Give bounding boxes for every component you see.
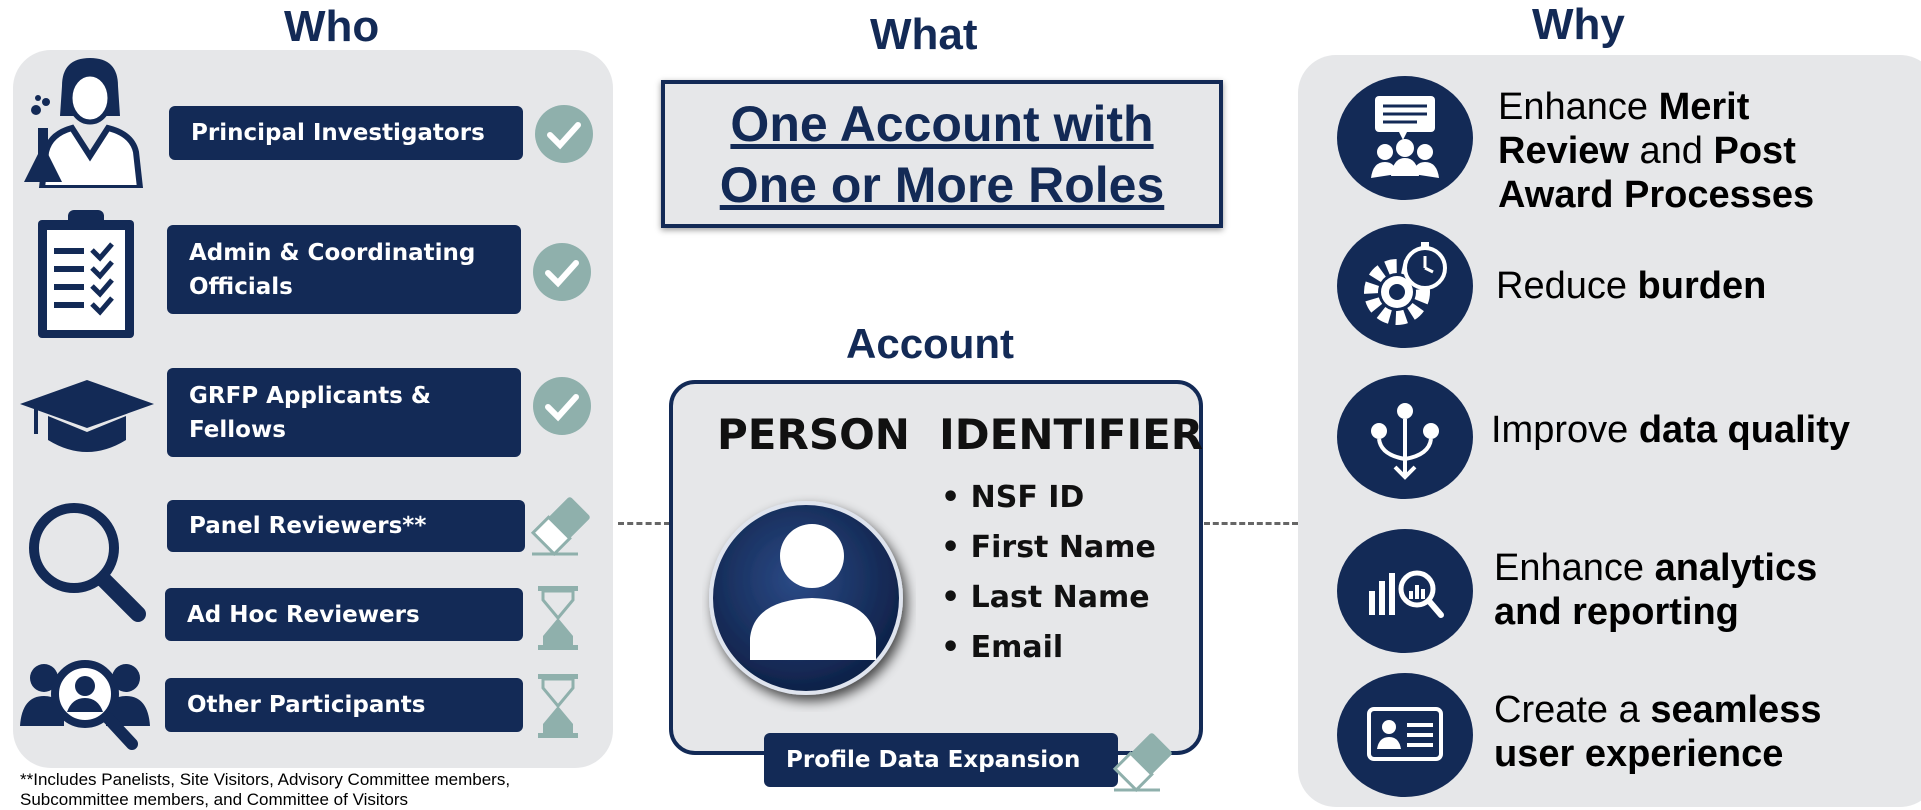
why-item-1-post: and bbox=[1628, 130, 1714, 172]
data-merge-icon bbox=[1371, 403, 1439, 480]
eraser-icon bbox=[1112, 733, 1172, 792]
role-label: Ad Hoc Reviewers bbox=[187, 601, 420, 628]
role-grfp-applicants-fellows: GRFP Applicants & Fellows bbox=[167, 368, 521, 457]
hourglass-icon bbox=[538, 586, 578, 650]
why-item-5-pre: Create a bbox=[1494, 689, 1651, 731]
clipboard-icon bbox=[38, 210, 134, 338]
role-label: Principal Investigators bbox=[191, 120, 485, 146]
why-item-2-text: Reduce burden bbox=[1496, 264, 1766, 308]
why-item-5-bold2: user experience bbox=[1494, 733, 1784, 775]
why-item-1-bold1: Merit bbox=[1658, 86, 1750, 128]
magnifier-icon bbox=[29, 503, 146, 622]
why-item-4-text: Enhance analytics and reporting bbox=[1494, 546, 1817, 634]
who-heading: Who bbox=[284, 2, 380, 51]
role-other-participants: Other Participants bbox=[165, 678, 523, 732]
why-item-2-pre: Reduce bbox=[1496, 265, 1638, 307]
why-heading: Why bbox=[1532, 0, 1625, 49]
person-identifier-title: PERSON IDENTIFIER bbox=[717, 410, 1204, 459]
role-label: Other Participants bbox=[187, 692, 426, 718]
why-item-2-bold: burden bbox=[1637, 265, 1767, 307]
why-item-5-bold: seamless bbox=[1650, 689, 1822, 731]
why-item-1-bold3: Post bbox=[1713, 130, 1796, 172]
gear-stopwatch-icon bbox=[1364, 242, 1447, 325]
footnote-line2: Subcommittee members, and Committee of V… bbox=[20, 790, 408, 809]
why-item-4-circle bbox=[1337, 529, 1473, 653]
why-item-3-bold: data quality bbox=[1638, 409, 1850, 451]
why-item-1-circle bbox=[1337, 76, 1473, 200]
why-item-1-bold4: Award Processes bbox=[1498, 174, 1815, 216]
why-item-5-circle bbox=[1337, 673, 1473, 797]
role-principal-investigators: Principal Investigators bbox=[169, 106, 523, 160]
role-panel-reviewers: Panel Reviewers** bbox=[167, 500, 525, 552]
right-connector bbox=[1204, 522, 1298, 525]
hourglass-icon bbox=[538, 674, 578, 738]
left-connector bbox=[618, 522, 670, 525]
checkmark-icon bbox=[535, 105, 593, 163]
role-admin-coordinating-officials: Admin & Coordinating Officials bbox=[167, 225, 521, 314]
group-search-icon bbox=[20, 660, 150, 750]
footnote-line1: **Includes Panelists, Site Visitors, Adv… bbox=[20, 770, 511, 789]
id-card-icon bbox=[1367, 707, 1443, 761]
eraser-icon bbox=[530, 497, 590, 556]
what-line2: One or More Roles bbox=[719, 157, 1165, 213]
footnote: **Includes Panelists, Site Visitors, Adv… bbox=[20, 770, 510, 810]
why-item-3-circle bbox=[1337, 375, 1473, 499]
field-first-name: • First Name bbox=[941, 530, 1156, 565]
why-item-3-pre: Improve bbox=[1491, 409, 1639, 451]
field-nsf-id: • NSF ID bbox=[941, 480, 1085, 515]
role-label: Panel Reviewers** bbox=[189, 513, 427, 539]
role-label-line2: Officials bbox=[189, 273, 293, 300]
why-item-1-pre: Enhance bbox=[1498, 86, 1659, 128]
what-box: One Account with One or More Roles bbox=[661, 80, 1223, 228]
analytics-icon bbox=[1369, 570, 1444, 618]
why-item-3-text: Improve data quality bbox=[1491, 408, 1850, 452]
why-item-1-text: Enhance Merit Review and Post Award Proc… bbox=[1498, 85, 1814, 217]
role-label-line1: GRFP Applicants & bbox=[189, 382, 431, 409]
review-meeting-icon bbox=[1371, 96, 1439, 178]
what-heading: What bbox=[870, 10, 978, 59]
role-ad-hoc-reviewers: Ad Hoc Reviewers bbox=[165, 588, 523, 641]
field-last-name: • Last Name bbox=[941, 580, 1150, 615]
why-item-4-bold2: and reporting bbox=[1494, 591, 1739, 633]
why-item-4-bold: analytics bbox=[1654, 547, 1818, 589]
profile-data-expansion-label: Profile Data Expansion bbox=[786, 747, 1081, 773]
what-line1: One Account with bbox=[730, 96, 1154, 152]
why-item-2-circle bbox=[1337, 224, 1473, 348]
why-item-5-text: Create a seamless user experience bbox=[1494, 688, 1821, 776]
role-label-line1: Admin & Coordinating bbox=[189, 239, 476, 266]
field-email: • Email bbox=[941, 630, 1064, 665]
role-label-line2: Fellows bbox=[189, 416, 286, 443]
scientist-icon bbox=[24, 58, 144, 188]
checkmark-icon bbox=[533, 243, 591, 301]
graduation-cap-icon bbox=[20, 380, 154, 452]
why-item-4-pre: Enhance bbox=[1494, 547, 1655, 589]
user-avatar-icon bbox=[709, 501, 903, 695]
profile-data-expansion-bar: Profile Data Expansion bbox=[764, 733, 1118, 787]
why-item-1-bold2: Review bbox=[1498, 130, 1629, 172]
checkmark-icon bbox=[533, 377, 591, 435]
account-heading: Account bbox=[846, 320, 1014, 367]
